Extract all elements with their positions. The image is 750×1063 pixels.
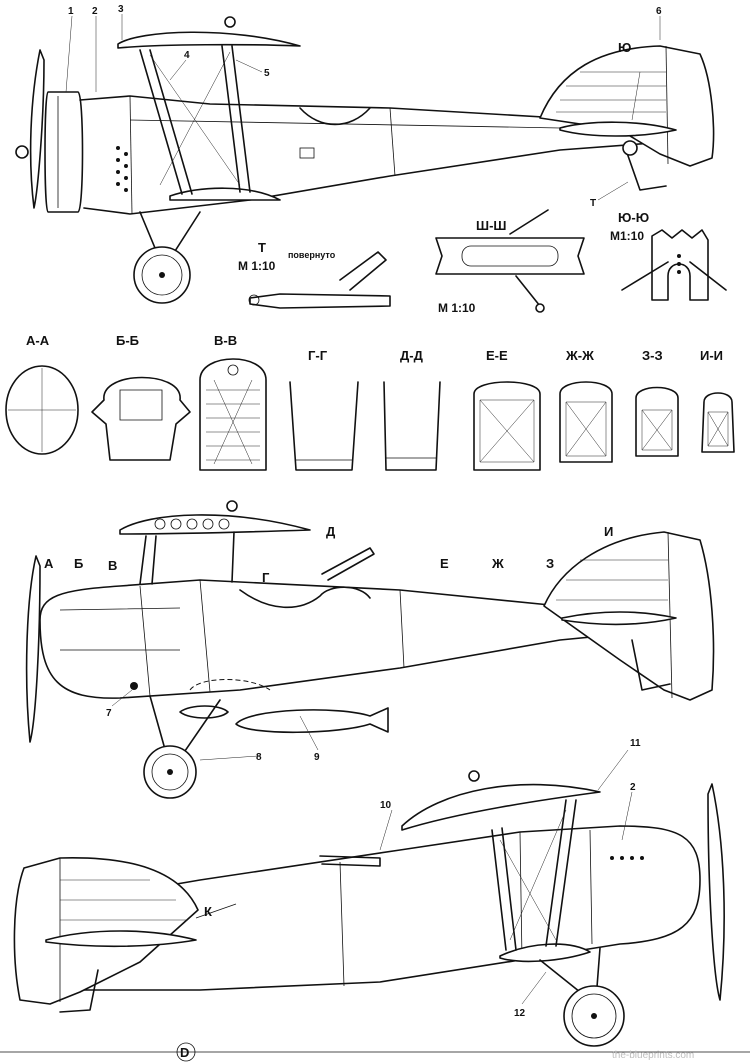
scale-labels: М 1:10 повернуто М 1:10 М1:10 bbox=[238, 229, 644, 315]
propeller-blade-3 bbox=[707, 783, 725, 1001]
upper-wing bbox=[117, 31, 301, 49]
callout-numbers: 1 2 3 4 5 6 7 8 9 10 11 12 2 bbox=[68, 4, 662, 1019]
section-z-z-shape bbox=[635, 386, 679, 457]
station-i: И bbox=[604, 524, 613, 539]
section-label-e-e: Е-Е bbox=[486, 348, 508, 363]
propeller-spinner bbox=[15, 145, 29, 159]
section-label-d-d: Д-Д bbox=[400, 348, 424, 363]
lower-wing bbox=[169, 187, 281, 201]
cross-sections bbox=[5, 358, 735, 471]
detail-labels: Ш-Ш Ю-Ю Т Т Ю К bbox=[204, 40, 649, 919]
section-zh-zh-shape bbox=[559, 381, 613, 463]
watermark: the-blueprints.com bbox=[612, 1050, 694, 1061]
section-labels: А-А Б-Б В-В Г-Г Д-Д Е-Е Ж-Ж З-З И-И bbox=[26, 333, 723, 363]
callout-6: 6 bbox=[656, 6, 662, 17]
detail-t-rotated bbox=[248, 251, 391, 309]
section-e-e-shape bbox=[473, 381, 541, 471]
station-v: В bbox=[108, 558, 117, 573]
callout-1: 1 bbox=[68, 6, 74, 17]
section-d-d-shape bbox=[383, 381, 441, 471]
section-i-i-shape bbox=[701, 392, 735, 453]
detail-label-yu-yu: Ю-Ю bbox=[618, 210, 649, 225]
callout-5: 5 bbox=[264, 68, 270, 79]
detail-label-t-marker: Т bbox=[590, 198, 596, 209]
station-b: Б bbox=[74, 556, 83, 571]
callout-8: 8 bbox=[256, 752, 262, 763]
section-label-zh-zh: Ж-Ж bbox=[565, 348, 594, 363]
station-zh: Ж bbox=[491, 556, 504, 571]
detail-label-t: Т bbox=[258, 240, 266, 255]
station-z: З bbox=[546, 556, 554, 571]
callout-3: 3 bbox=[118, 4, 124, 15]
section-label-v-v: В-В bbox=[214, 333, 237, 348]
tail-fin bbox=[539, 45, 715, 167]
station-a: А bbox=[44, 556, 54, 571]
callout-10: 10 bbox=[380, 800, 392, 811]
section-label-a-a: А-А bbox=[26, 333, 50, 348]
callout-4: 4 bbox=[184, 50, 190, 61]
callout-9: 9 bbox=[314, 752, 320, 763]
section-label-b-b: Б-Б bbox=[116, 333, 139, 348]
callout-2: 2 bbox=[92, 6, 98, 17]
propeller-blade bbox=[29, 49, 45, 209]
callout-7: 7 bbox=[106, 708, 112, 719]
callout-12: 12 bbox=[514, 1008, 526, 1019]
engine-cowling bbox=[44, 91, 84, 213]
section-label-z-z: З-З bbox=[642, 348, 663, 363]
scale-label-t: М 1:10 bbox=[238, 259, 276, 273]
detail-label-yu: Ю bbox=[618, 40, 631, 55]
detail-label-k: К bbox=[204, 904, 212, 919]
side-view-top bbox=[15, 14, 715, 304]
rotated-note: повернуто bbox=[288, 250, 336, 260]
upper-wing-3 bbox=[401, 783, 601, 831]
detail-yu-yu bbox=[621, 229, 727, 301]
bomb bbox=[235, 707, 389, 734]
callout-2-bottom: 2 bbox=[630, 782, 636, 793]
section-g-g-shape bbox=[289, 381, 359, 471]
section-v-v-shape bbox=[199, 358, 267, 471]
station-e: Е bbox=[440, 556, 449, 571]
station-d: Д bbox=[326, 524, 336, 539]
side-view-bottom bbox=[0, 749, 750, 1062]
upper-wing-2 bbox=[119, 514, 311, 535]
section-label-i-i: И-И bbox=[700, 348, 723, 363]
section-a-a-shape bbox=[5, 365, 79, 455]
station-marks: А Б В Г Д Е Ж З И bbox=[44, 524, 613, 585]
propeller-blade-2 bbox=[25, 555, 41, 743]
detail-sh-sh bbox=[435, 209, 585, 313]
section-label-g-g: Г-Г bbox=[308, 348, 328, 363]
section-b-b-shape bbox=[91, 376, 191, 461]
scale-label-sh: М 1:10 bbox=[438, 301, 476, 315]
station-g: Г bbox=[262, 570, 270, 585]
callout-11: 11 bbox=[630, 738, 641, 749]
side-view-middle bbox=[25, 500, 715, 799]
detail-label-sh-sh: Ш-Ш bbox=[476, 218, 506, 233]
scale-label-yu: М1:10 bbox=[610, 229, 644, 243]
footer-mark: D bbox=[180, 1045, 189, 1060]
